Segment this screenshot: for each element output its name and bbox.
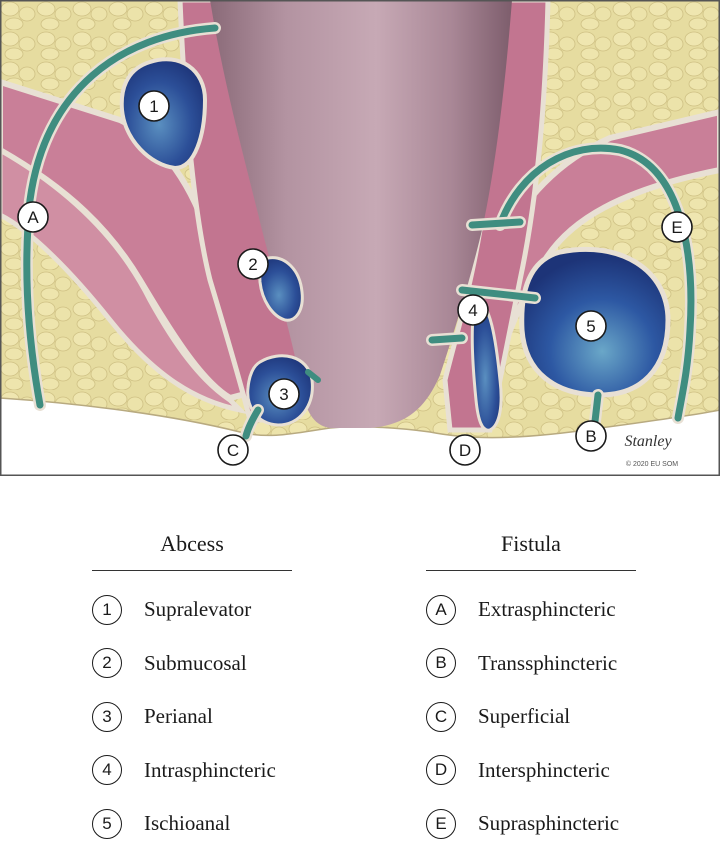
legend-badge-e: E	[426, 808, 456, 839]
legend-label-intersphincteric: Intersphincteric	[478, 757, 610, 782]
legend-label-perianal: Perianal	[144, 704, 213, 729]
copyright-text: © 2020 EU SOM	[626, 460, 678, 468]
svg-text:E: E	[671, 218, 682, 237]
legend-item-perianal: 3 Perianal	[92, 690, 292, 744]
legend-badge-c: C	[426, 701, 456, 732]
anal-canal	[210, 0, 512, 428]
legend-item-supralevator: 1 Supralevator	[92, 583, 292, 637]
illustration-frame	[0, 0, 720, 476]
skin-surface	[0, 397, 720, 476]
svg-text:1: 1	[149, 97, 158, 116]
levator-muscle-left-lower	[0, 147, 248, 415]
legend-item-transsphincteric: B Transsphincteric	[426, 637, 636, 691]
legend-label-superficial: Superficial	[478, 704, 571, 729]
legend-label-suprasphincteric: Suprasphincteric	[478, 811, 620, 836]
legend-fistula-divider	[426, 570, 636, 571]
svg-text:C: C	[227, 441, 239, 460]
marker-a: A	[17, 201, 49, 233]
legend-item-intrasphincteric: 4 Intrasphincteric	[92, 744, 292, 798]
svg-text:5: 5	[586, 317, 595, 336]
artist-signature: Stanley	[624, 433, 672, 450]
svg-text:D: D	[459, 441, 471, 460]
legend-label-ischioanal: Ischioanal	[144, 811, 231, 836]
legend-fistula-heading: Fistula	[501, 531, 561, 556]
marker-c: C	[217, 434, 249, 466]
legend-badge-3: 3	[92, 701, 122, 732]
legend-badge-a: A	[426, 594, 456, 625]
legend-label-transsphincteric: Transsphincteric	[478, 650, 618, 675]
svg-text:3: 3	[279, 385, 288, 404]
legend-badge-b: B	[426, 648, 456, 679]
legend-badge-4: 4	[92, 755, 122, 786]
legend-abscess-divider	[92, 570, 292, 571]
abscess-4-shape	[470, 298, 503, 432]
marker-5: 5	[575, 310, 607, 342]
svg-text:A: A	[27, 208, 39, 227]
marker-1: 1	[138, 90, 170, 122]
marker-2: 2	[237, 248, 269, 280]
svg-text:2: 2	[248, 255, 257, 274]
legend-label-intrasphincteric: Intrasphincteric	[144, 757, 276, 782]
legend-item-suprasphincteric: E Suprasphincteric	[426, 797, 636, 851]
legend-abscess: Abcess 1 Supralevator 2 Submucosal 3 Per…	[92, 526, 292, 851]
legend-badge-1: 1	[92, 594, 122, 625]
legend-abscess-heading: Abcess	[160, 531, 224, 556]
legend-badge-d: D	[426, 755, 456, 786]
legend-item-intersphincteric: D Intersphincteric	[426, 744, 636, 798]
svg-text:B: B	[585, 427, 596, 446]
legend-badge-2: 2	[92, 648, 122, 679]
legend-badge-5: 5	[92, 808, 122, 839]
legend-fistula: Fistula A Extrasphincteric B Transsphinc…	[426, 526, 636, 851]
legend-label-extrasphincteric: Extrasphincteric	[478, 597, 616, 622]
svg-text:4: 4	[468, 301, 477, 320]
marker-d: D	[449, 434, 481, 466]
legend-label-supralevator: Supralevator	[144, 597, 252, 622]
legend-item-extrasphincteric: A Extrasphincteric	[426, 583, 636, 637]
marker-3: 3	[268, 378, 300, 410]
anorectal-illustration: 1 2 3 4 5 A B C D E Stanley © 2020 EU SO…	[0, 0, 720, 476]
legend-item-submucosal: 2 Submucosal	[92, 637, 292, 691]
marker-e: E	[661, 211, 693, 243]
marker-4: 4	[457, 294, 489, 326]
legend-item-superficial: C Superficial	[426, 690, 636, 744]
legend-item-ischioanal: 5 Ischioanal	[92, 797, 292, 851]
legend-label-submucosal: Submucosal	[144, 650, 247, 675]
marker-b: B	[575, 420, 607, 452]
